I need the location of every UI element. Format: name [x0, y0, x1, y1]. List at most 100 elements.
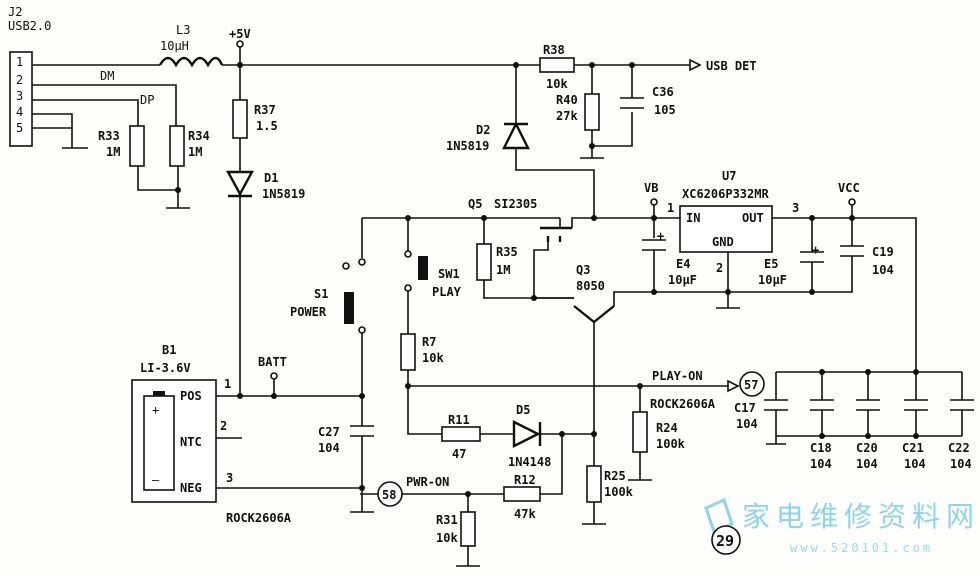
switch-sw1[interactable] — [418, 256, 428, 280]
node-vcc — [848, 198, 856, 206]
r40-ref: R40 — [556, 93, 578, 107]
connector-58-label: 58 — [382, 488, 396, 502]
net-vcc: VCC — [838, 181, 860, 195]
l3-ref: L3 — [176, 23, 190, 37]
junction — [819, 433, 825, 439]
d1-value: 1N5819 — [262, 187, 305, 201]
c18-ref: C18 — [810, 441, 832, 455]
node-vb — [650, 198, 658, 206]
junction — [651, 215, 657, 221]
j2-pin5: 5 — [16, 121, 23, 135]
r25-ref: R25 — [604, 469, 626, 483]
resistor-r24 — [632, 411, 648, 453]
watermark-text: 家电维修资料网 — [742, 500, 980, 533]
wire-q5-gate — [533, 242, 549, 298]
junction — [591, 215, 597, 221]
r11-ref: R11 — [448, 413, 470, 427]
watermark-url: www.520101.com — [790, 541, 933, 555]
q5-ref: Q5 — [468, 197, 482, 211]
net-5v: +5V — [229, 27, 251, 41]
node-5v — [236, 40, 244, 48]
c27-ref: C27 — [318, 425, 340, 439]
r34-value: 1M — [188, 145, 202, 159]
net-play-on: PLAY-ON — [652, 369, 703, 383]
battery-terminal — [153, 391, 165, 396]
e5-value: 10μF — [758, 273, 787, 287]
battery-plus: + — [152, 403, 159, 417]
resistor-r12 — [503, 486, 541, 502]
u7-ref: U7 — [722, 169, 736, 183]
junction — [591, 431, 597, 437]
capacitor-c20 — [856, 372, 880, 436]
c27-value: 104 — [318, 441, 340, 455]
wire-r33-r34-gnd — [137, 166, 190, 209]
arrow-usb-det — [689, 58, 702, 72]
j2-body — [9, 51, 33, 147]
rock-label-play: ROCK2606A — [650, 397, 716, 411]
wire-dp — [32, 99, 139, 126]
resistor-r35 — [476, 243, 492, 281]
c36-ref: C36 — [652, 85, 674, 99]
d1-ref: D1 — [264, 171, 278, 185]
capacitor-c21 — [904, 372, 928, 436]
junction — [865, 369, 871, 375]
junction — [237, 62, 243, 68]
r33-value: 1M — [106, 145, 120, 159]
net-usb-det: USB DET — [706, 59, 757, 73]
sw1-ref: SW1 — [438, 267, 460, 281]
rock-label-batt: ROCK2606A — [226, 511, 292, 525]
j2-pin4: 4 — [16, 105, 23, 119]
u7-pin3: 3 — [792, 201, 799, 215]
s1-contact-a — [358, 258, 366, 266]
r38-value: 10k — [546, 77, 568, 91]
s1-name: POWER — [290, 305, 327, 319]
resistor-r40 — [584, 93, 600, 131]
arrow-play-on — [727, 379, 740, 393]
r35-ref: R35 — [496, 245, 518, 259]
connector-57-label: 57 — [744, 378, 758, 392]
wire-d2-q5 — [515, 148, 595, 218]
net-pwr-on: PWR-ON — [406, 475, 449, 489]
capacitor-c27 — [350, 396, 374, 513]
capacitor-c22 — [950, 372, 974, 436]
j2-type: USB2.0 — [8, 19, 51, 33]
r12-ref: R12 — [514, 473, 536, 487]
wire-u7-gnd — [716, 252, 740, 309]
net-vb: VB — [644, 181, 658, 195]
c36-value: 105 — [654, 103, 676, 117]
resistor-r7 — [400, 333, 416, 371]
transistor-q3 — [573, 305, 615, 324]
watermark-logo-icon — [704, 497, 734, 535]
r11-value: 47 — [452, 447, 466, 461]
b1-neg: NEG — [180, 481, 202, 495]
r24-value: 100k — [656, 437, 686, 451]
resistor-r31 — [460, 511, 476, 547]
wire-q3-emitter — [534, 291, 654, 306]
node-batt — [270, 372, 278, 380]
capacitor-c19 — [812, 205, 864, 293]
u7-in: IN — [686, 211, 700, 225]
capacitor-e5 — [800, 218, 824, 292]
regulator-u7 — [679, 205, 773, 253]
net-batt: BATT — [258, 355, 287, 369]
c22-ref: C22 — [948, 441, 970, 455]
mosfet-q5 — [540, 226, 572, 242]
b1-pin3: 3 — [226, 471, 233, 485]
wire-r31-gnd — [456, 546, 480, 567]
r12-value: 47k — [514, 507, 536, 521]
s1-contact-top — [342, 262, 350, 270]
page-number-badge — [711, 525, 741, 555]
r25-value: 100k — [604, 485, 634, 499]
resistor-r37 — [232, 99, 248, 139]
d2-ref: D2 — [476, 123, 490, 137]
r35-value: 1M — [496, 263, 510, 277]
wire-r35-q3 — [483, 280, 574, 299]
sw1-contact-top — [404, 250, 412, 258]
e4-value: 10μF — [668, 273, 697, 287]
r37-value: 1.5 — [256, 119, 278, 133]
watermark: 家电维修资料网 www.520101.com — [704, 497, 980, 555]
switch-s1[interactable] — [344, 292, 354, 324]
capacitor-c17 — [764, 372, 788, 436]
net-dp: DP — [140, 93, 154, 107]
d2-value: 1N5819 — [446, 139, 489, 153]
